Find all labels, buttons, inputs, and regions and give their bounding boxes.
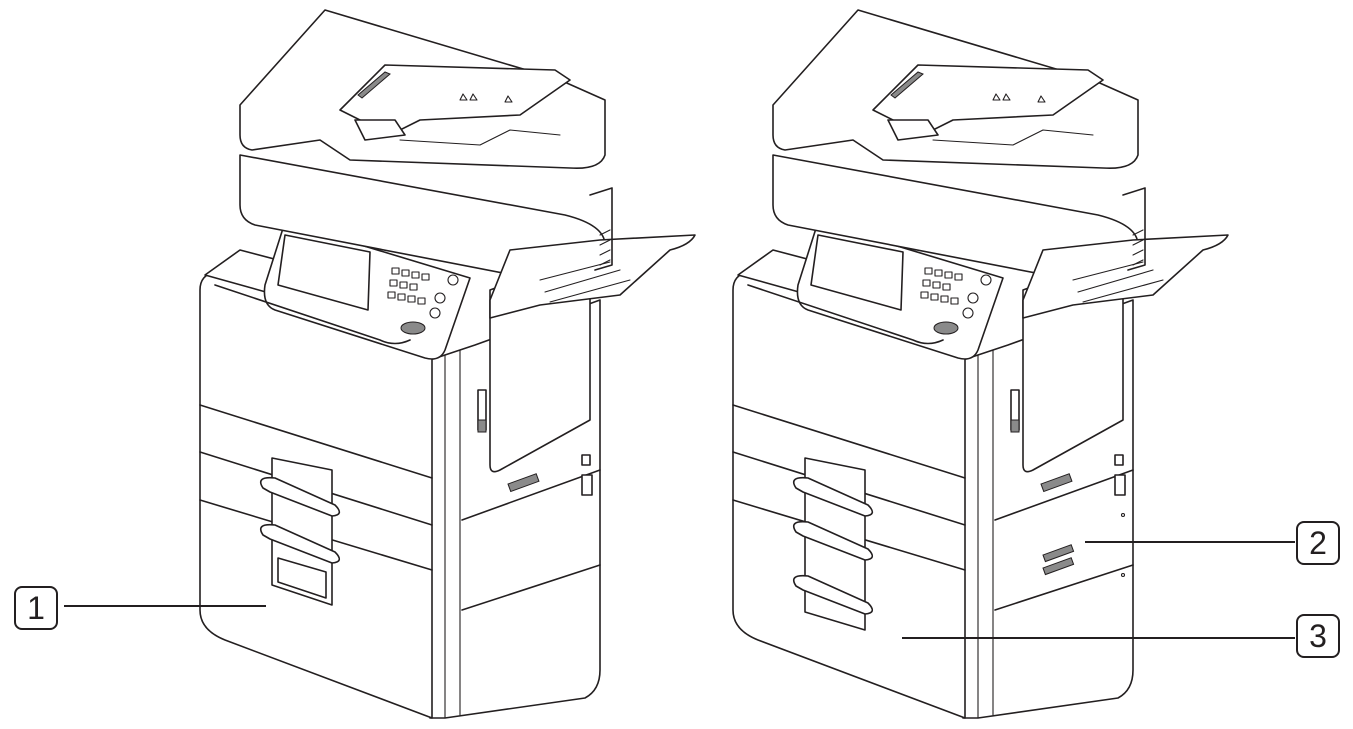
- tray-handle-1: [259, 476, 341, 517]
- tray-handle-1: [792, 476, 874, 517]
- tray-handle-2: [259, 523, 341, 564]
- callout-3-leader: [902, 637, 1295, 639]
- callout-1-leader: [64, 605, 266, 607]
- callout-2: 2: [1296, 521, 1340, 565]
- tray-handle-3: [792, 574, 874, 615]
- printer-left: [199, 9, 696, 719]
- tray-handle-2: [792, 520, 874, 561]
- callout-number: 1: [27, 590, 45, 626]
- callout-1: 1: [14, 586, 58, 630]
- printer-right: [732, 9, 1229, 719]
- callout-2-leader: [1085, 541, 1295, 543]
- callout-number: 2: [1309, 525, 1327, 561]
- callout-number: 3: [1309, 618, 1327, 654]
- callout-3: 3: [1296, 614, 1340, 658]
